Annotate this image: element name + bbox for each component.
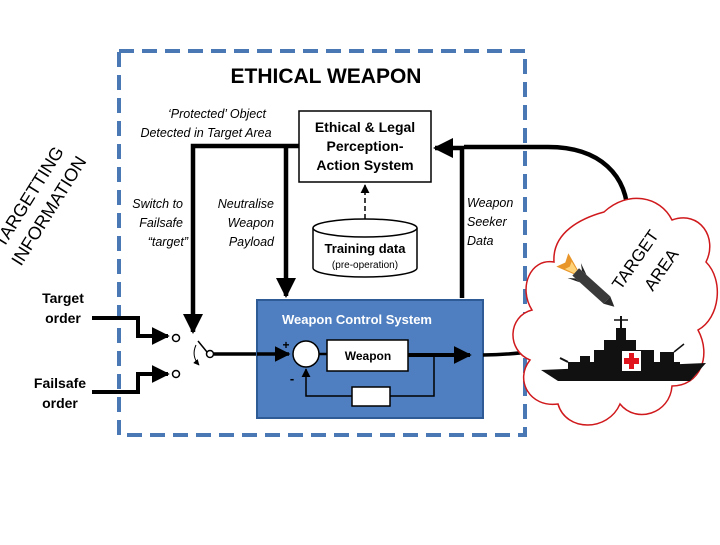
target-area-cloud bbox=[512, 197, 719, 426]
target-order-line bbox=[92, 316, 170, 345]
weapon-block bbox=[326, 339, 409, 372]
seeker-label-1: Weapon bbox=[467, 196, 513, 210]
switch-label-2: Failsafe bbox=[139, 216, 183, 230]
switch-label-3: “target” bbox=[148, 235, 189, 249]
perception-line-2: Perception- bbox=[326, 138, 403, 154]
missile-icon bbox=[556, 253, 615, 307]
feedback-block bbox=[351, 386, 391, 407]
training-data-cylinder bbox=[312, 218, 418, 278]
summing-minus: - bbox=[290, 371, 294, 386]
frame-title: ETHICAL WEAPON bbox=[231, 65, 422, 88]
seeker-label-3: Data bbox=[467, 234, 493, 248]
neutralise-label-1: Neutralise bbox=[218, 197, 274, 211]
perception-action-box bbox=[298, 110, 432, 183]
selector-switch bbox=[171, 333, 215, 379]
switch-label-1: Switch to bbox=[132, 197, 183, 211]
failsafe-order-label-2: order bbox=[42, 395, 78, 411]
perception-line-1: Ethical & Legal bbox=[315, 119, 415, 135]
training-data-sublabel: (pre-operation) bbox=[332, 260, 398, 271]
feedback-return-arrow bbox=[301, 368, 352, 397]
red-cross-icon bbox=[622, 351, 641, 371]
weapon-block-label: Weapon bbox=[345, 349, 391, 363]
neutralise-label-2: Weapon bbox=[228, 216, 274, 230]
protected-object-label-1: ‘Protected’ Object bbox=[168, 107, 266, 121]
perception-line-3: Action System bbox=[316, 157, 413, 173]
protected-object-label-2: Detected in Target Area bbox=[140, 126, 271, 140]
training-data-label: Training data bbox=[325, 241, 407, 256]
ethical-weapon-frame bbox=[117, 49, 527, 437]
target-order-label-2: order bbox=[45, 310, 81, 326]
summing-plus: + bbox=[282, 338, 289, 352]
target-order-label-1: Target bbox=[42, 290, 84, 306]
weapon-control-system-title: Weapon Control System bbox=[282, 312, 432, 327]
control-feedback-loop bbox=[390, 355, 435, 397]
seeker-label-2: Seeker bbox=[467, 215, 507, 229]
neutralise-label-3: Payload bbox=[229, 235, 275, 249]
summing-junction bbox=[292, 340, 320, 368]
failsafe-order-line bbox=[92, 365, 170, 394]
failsafe-order-label-1: Failsafe bbox=[34, 375, 86, 391]
protected-object-line bbox=[182, 143, 299, 335]
weapon-seeker-line bbox=[432, 137, 465, 298]
